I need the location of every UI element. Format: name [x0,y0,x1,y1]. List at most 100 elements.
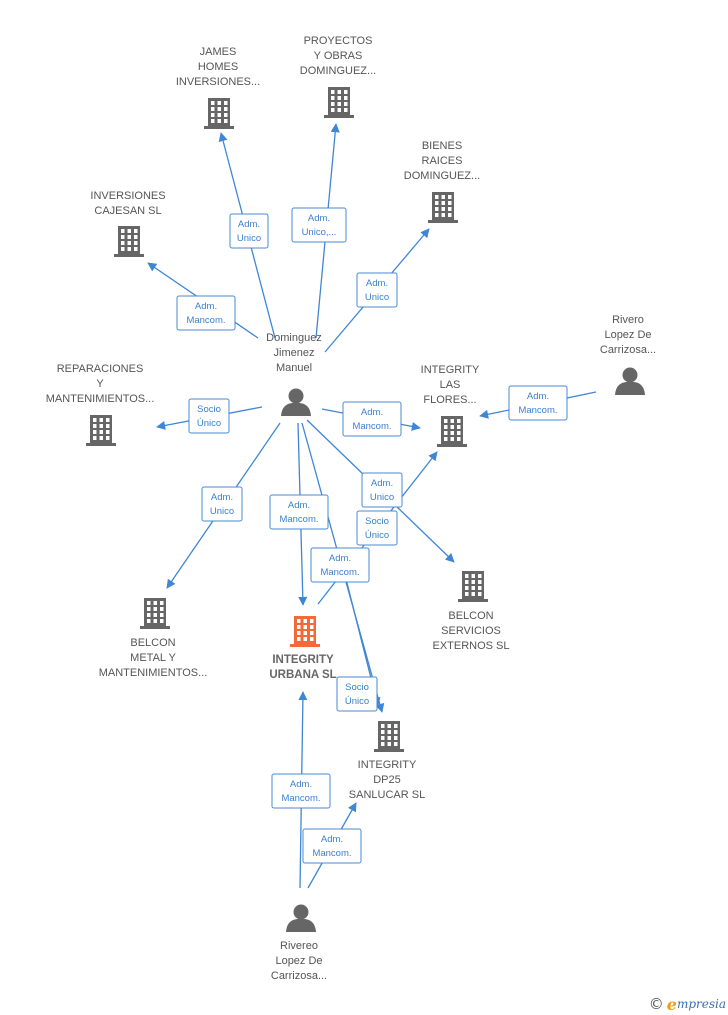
relation-label-text: Unico [210,506,234,517]
building-icon [458,571,488,602]
footer-brand[interactable]: © e mpresia [648,995,726,1014]
copyright-symbol: © [648,995,664,1013]
node-bienes[interactable]: BIENES RAICES DOMINGUEZ... [404,140,480,223]
relation-label[interactable]: Adm. Mancom. [176,295,236,331]
node-label: INTEGRITY [421,364,480,376]
relation-label-text: Unico [365,292,389,303]
node-label: Rivero [612,314,644,326]
relation-label[interactable]: Adm. Mancom. [310,547,370,583]
node-cajesan[interactable]: INVERSIONES CAJESAN SL [90,190,166,257]
building-icon [374,721,404,752]
relation-label-box [176,295,236,331]
node-label: RAICES [422,155,463,167]
relation-label-text: Adm. [361,407,383,418]
relation-label-text: Adm. [195,301,217,312]
node-label: INTEGRITY [358,759,417,771]
relation-label-text: Adm. [329,553,351,564]
node-label: Rivereo [280,940,318,952]
relation-label-text: Adm. [371,478,393,489]
relation-label-text: Adm. [288,500,310,511]
relation-label[interactable]: Adm. Mancom. [342,401,402,437]
relation-label[interactable]: Adm.Mancom. [269,494,329,530]
relation-label[interactable]: Adm. Mancom. [302,828,362,864]
node-james[interactable]: JAMESHOMESINVERSIONES... [176,46,260,129]
node-label: DP25 [373,774,401,786]
relation-label-box [342,401,402,437]
relation-label[interactable]: Adm.Unico,... [291,207,347,243]
relation-label-box [508,385,568,421]
node-label: CAJESAN SL [94,205,161,217]
node-label: Lopez De [604,329,651,341]
building-icon [437,416,467,447]
node-urbana[interactable]: INTEGRITY URBANA SL [269,616,337,681]
relation-label-text: Unico [370,492,394,503]
relation-label-text: Mancom. [352,421,391,432]
relation-labels-layer: Adm.UnicoAdm.Unico,...Adm.UnicoAdm.Manco… [176,207,568,864]
relation-label-text: Mancom. [281,793,320,804]
node-label: DOMINGUEZ... [404,170,480,182]
relation-label-text: Mancom. [312,848,351,859]
relation-label-text: Adm. [527,391,549,402]
node-flores[interactable]: INTEGRITYLASFLORES... [421,364,480,447]
node-label: FLORES... [423,394,476,406]
node-label: DOMINGUEZ... [300,65,376,77]
node-label: INVERSIONES [90,190,165,202]
node-label: MANTENIMIENTOS... [99,667,208,679]
building-icon [290,616,320,647]
relation-label-box [336,676,378,712]
relation-label-text: Único [197,418,221,429]
relation-label-box [302,828,362,864]
relation-label-text: Socio [345,682,369,693]
node-label: Manuel [276,362,312,374]
node-label: HOMES [198,61,238,73]
building-icon [324,87,354,118]
node-label: JAMES [200,46,237,58]
relation-label[interactable]: Adm.Mancom. [508,385,568,421]
relation-label[interactable]: Adm. Unico [356,272,398,308]
relation-label-text: Adm. [366,278,388,289]
relation-label-text: Adm. [321,834,343,845]
relation-label-box [356,510,398,546]
relation-label-box [201,486,243,522]
node-label: SERVICIOS [441,625,501,637]
relation-label-box [188,398,230,434]
relation-label-text: Adm. [211,492,233,503]
node-label: BIENES [422,140,462,152]
relation-label-text: Socio [197,404,221,415]
node-label: MANTENIMIENTOS... [46,393,155,405]
relation-label-text: Adm. [290,779,312,790]
relation-label[interactable]: Adm.Unico [229,213,269,249]
node-reparaciones[interactable]: REPARACIONESYMANTENIMIENTOS... [46,363,155,446]
relation-label-text: Unico [237,233,261,244]
relation-label-text: Mancom. [186,315,225,326]
relation-label-text: Único [345,696,369,707]
person-icon [286,904,316,932]
node-label: INTEGRITY [272,654,334,666]
node-label: Carrizosa... [271,970,327,982]
relation-label[interactable]: Adm. Unico [201,486,243,522]
relation-label-text: Unico,... [302,227,337,238]
node-label: URBANA SL [269,669,336,681]
relation-label[interactable]: Adm. Mancom. [271,773,331,809]
building-icon [204,98,234,129]
node-label: Dominguez [266,332,322,344]
relation-label-text: Socio [365,516,389,527]
relation-label[interactable]: Adm. Unico [361,472,403,508]
building-icon [428,192,458,223]
relation-label-text: Mancom. [320,567,359,578]
building-icon [114,226,144,257]
node-label: BELCON [130,637,175,649]
relation-label-box [229,213,269,249]
node-label: Carrizosa... [600,344,656,356]
